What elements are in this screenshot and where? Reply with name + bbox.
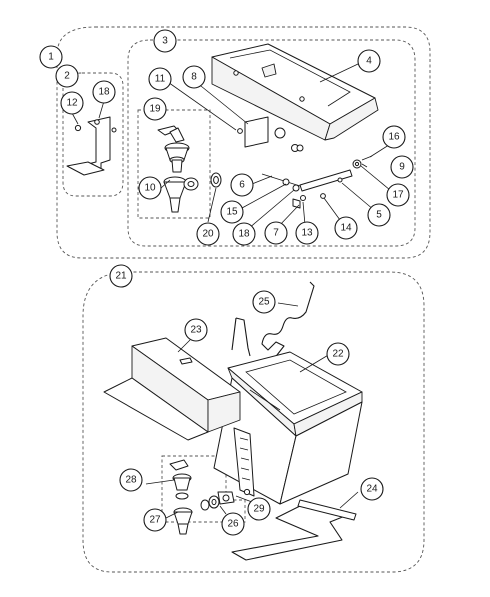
- callout-13: 13: [295, 221, 319, 245]
- level-gauge: [233, 427, 255, 497]
- callout-29: 29: [247, 497, 271, 521]
- group-21-boundary: [82, 271, 425, 573]
- support-rod-hardware: [261, 155, 373, 209]
- callout-9: 9: [390, 155, 414, 179]
- callout-22: 22: [326, 342, 350, 366]
- callout-24: 24: [360, 477, 384, 501]
- svg-text:25: 25: [258, 297, 270, 308]
- callout-12: 12: [60, 91, 84, 115]
- group-2-boundary: [62, 72, 124, 197]
- callout-8: 8: [182, 65, 206, 89]
- svg-text:6: 6: [239, 180, 245, 191]
- callout-28: 28: [119, 468, 143, 492]
- svg-text:11: 11: [155, 74, 166, 85]
- callout-19: 19: [143, 97, 167, 121]
- base-support: [231, 499, 357, 561]
- svg-text:12: 12: [66, 98, 78, 109]
- mounting-bracket: [66, 116, 117, 176]
- svg-text:13: 13: [301, 228, 313, 239]
- callout-15: 15: [220, 200, 244, 224]
- callout-21: 21: [109, 264, 133, 288]
- svg-text:7: 7: [273, 228, 279, 239]
- callout-7: 7: [264, 221, 288, 245]
- svg-text:23: 23: [190, 325, 202, 336]
- callout-23: 23: [184, 318, 208, 342]
- callout-14: 14: [334, 216, 358, 240]
- svg-text:22: 22: [332, 349, 344, 360]
- svg-text:18: 18: [238, 229, 250, 240]
- svg-text:5: 5: [376, 210, 382, 221]
- svg-text:19: 19: [149, 104, 161, 115]
- callout-25: 25: [252, 290, 276, 314]
- svg-text:29: 29: [253, 504, 265, 515]
- callout-4: 4: [357, 49, 381, 73]
- svg-text:28: 28: [125, 475, 137, 486]
- hinge-bracket: [237, 116, 304, 152]
- svg-text:26: 26: [227, 519, 239, 530]
- svg-text:14: 14: [340, 223, 352, 234]
- svg-text:10: 10: [144, 183, 156, 194]
- svg-text:15: 15: [226, 207, 238, 218]
- group-19-boundary: [137, 109, 211, 219]
- svg-text:24: 24: [366, 484, 378, 495]
- svg-text:8: 8: [191, 72, 197, 83]
- lower-faucet-assembly: [169, 459, 235, 535]
- svg-text:9: 9: [399, 162, 405, 173]
- callout-6: 6: [230, 173, 254, 197]
- callout-1: 1: [39, 45, 63, 69]
- svg-text:18: 18: [98, 87, 110, 98]
- wire-stand: [231, 281, 315, 365]
- group-3-boundary: [127, 39, 416, 247]
- callout-2: 2: [55, 64, 79, 88]
- svg-text:4: 4: [366, 56, 372, 67]
- callout-11: 11: [148, 67, 172, 91]
- svg-text:3: 3: [162, 36, 168, 47]
- group-1-boundary: [56, 26, 431, 259]
- callout-18-upper: 18: [92, 80, 116, 104]
- callout-10: 10: [138, 176, 162, 200]
- faucet-assembly: [157, 125, 199, 213]
- callout-5: 5: [367, 203, 391, 227]
- svg-text:27: 27: [149, 515, 161, 526]
- hopper-bin: [213, 351, 363, 505]
- callout-27: 27: [143, 508, 167, 532]
- svg-text:2: 2: [64, 71, 70, 82]
- svg-text:1: 1: [48, 52, 54, 63]
- hopper-lid: [103, 337, 241, 441]
- svg-text:16: 16: [388, 132, 400, 143]
- svg-text:20: 20: [202, 229, 214, 240]
- callout-3: 3: [153, 29, 177, 53]
- callout-16: 16: [382, 125, 406, 149]
- drip-tray: [211, 43, 379, 141]
- callout-18-lower: 18: [232, 222, 256, 246]
- callout-17: 17: [386, 183, 410, 207]
- callout-26: 26: [221, 512, 245, 536]
- svg-text:21: 21: [115, 271, 127, 282]
- svg-text:17: 17: [392, 190, 404, 201]
- callout-20: 20: [196, 222, 220, 246]
